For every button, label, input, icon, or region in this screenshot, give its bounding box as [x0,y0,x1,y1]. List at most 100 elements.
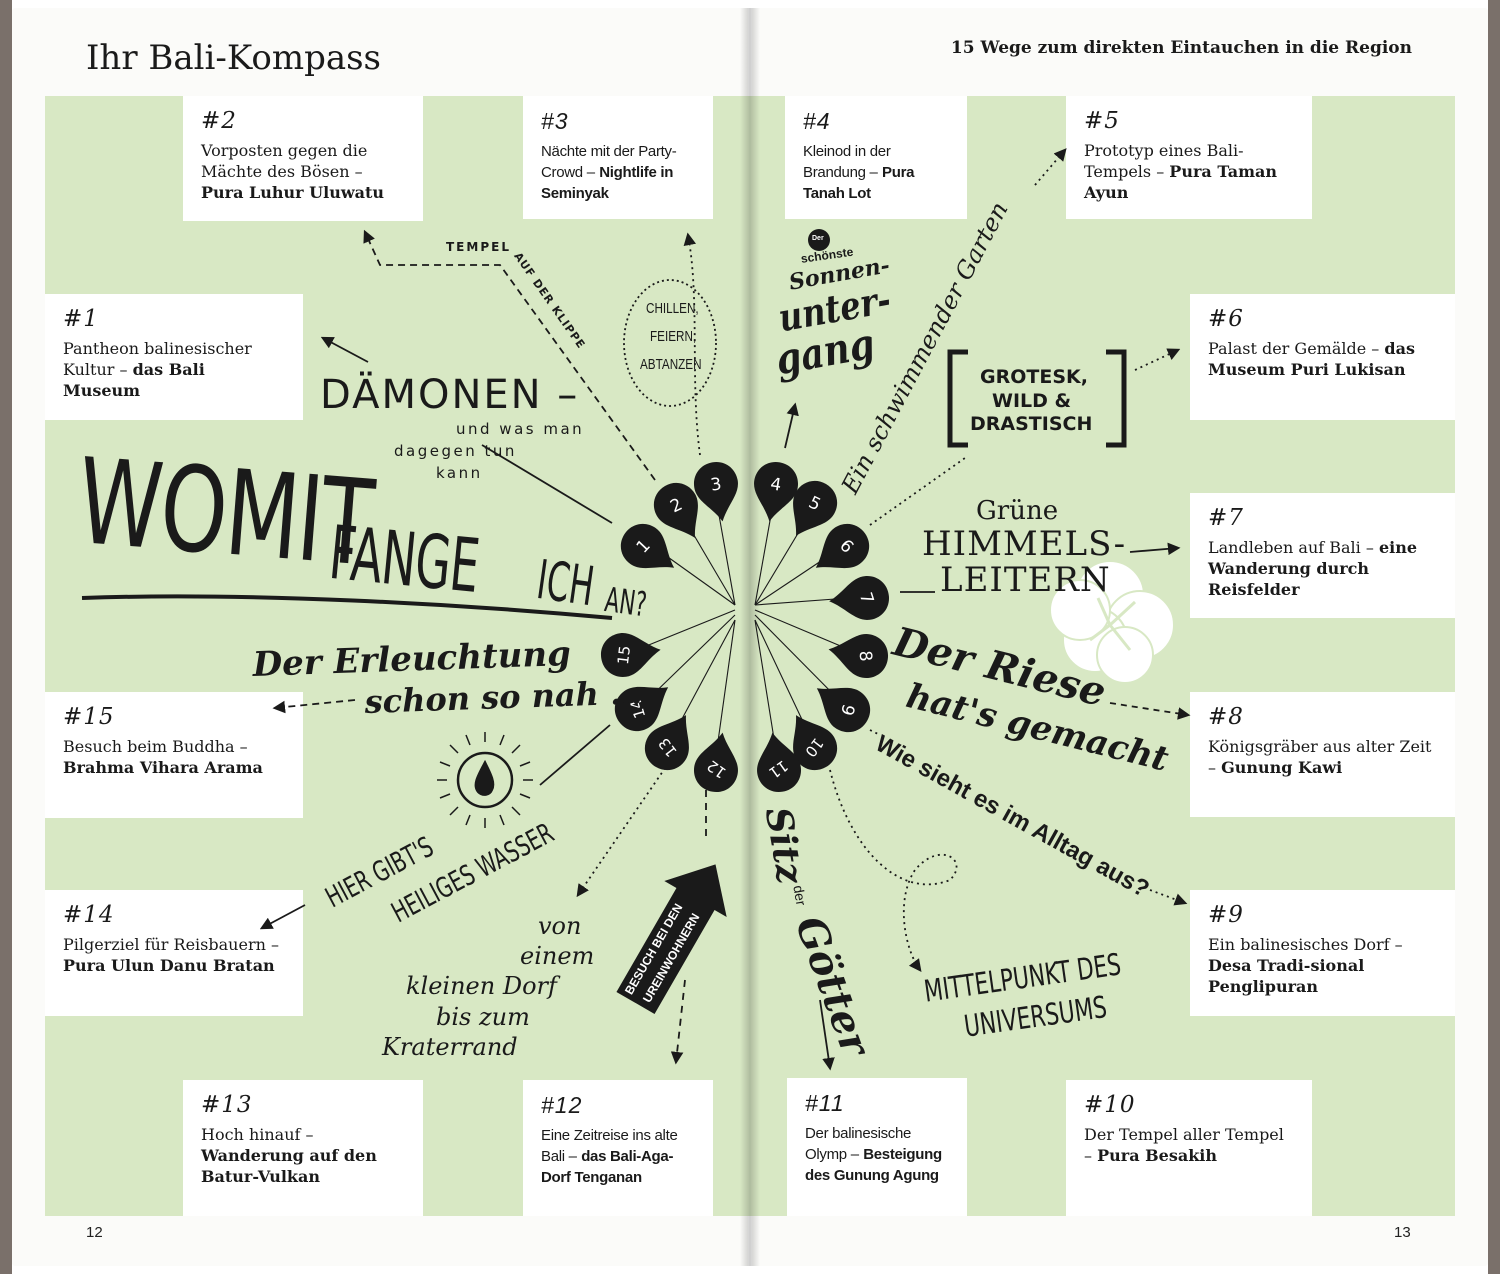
card-number: #2 [201,108,237,134]
card-place: Desa Tradi-sional Penglipuran [1208,956,1365,996]
pin-3: 3 [693,461,738,522]
chillen-line-1: CHILLEN, [646,300,699,317]
card-number: #7 [1208,505,1244,531]
sitz-der-label: der [790,884,810,907]
card-14[interactable]: #14 Pilgerziel für Reisbauern – Pura Ulu… [45,890,303,1016]
card-place: Wanderung auf den Batur-Vulkan [201,1146,377,1186]
holy-water-icon [437,732,533,828]
card-place: Pura Besakih [1097,1146,1217,1165]
daemonen-sub-1: und was man [456,420,585,438]
card-description: Prototyp eines Bali-Tempels – [1084,141,1244,181]
card-place: Brahma Vihara Arama [63,758,263,777]
card-description: Pantheon balinesischer Kultur – [63,339,252,379]
pin-label: 3 [709,474,723,495]
dorf-line-4: bis zum [436,1003,530,1031]
daemonen-sub-2: dagegen tun [394,442,517,460]
card-7[interactable]: #7 Landleben auf Bali – eine Wanderung d… [1190,493,1455,618]
pin-9: 9 [816,687,871,733]
card-15[interactable]: #15 Besuch beim Buddha – Brahma Vihara A… [45,692,303,818]
title-underline [81,594,613,620]
card-place: Besteigung des Gunung Agung [805,1146,942,1184]
pin-13: 13 [644,715,689,771]
grotesk-line-2: WILD & [992,390,1072,412]
card-9[interactable]: #9 Ein balinesisches Dorf – Desa Tradi-s… [1190,890,1455,1016]
card-number: #3 [541,108,569,134]
card-description: Hoch hinauf – [201,1125,314,1144]
card-number: #4 [803,108,831,134]
grotesk-line-1: GROTESK, [980,366,1088,388]
card-place: Pura Luhur Uluwatu [201,183,385,202]
daemonen-sub-3: kann [436,464,483,482]
card-6[interactable]: #6 Palast der Gemälde – das Museum Puri … [1190,294,1455,420]
card-number: #13 [201,1092,253,1118]
card-description: Besuch beim Buddha – [63,737,248,756]
card-description: Der Tempel aller Tempel – [1084,1125,1284,1165]
card-13[interactable]: #13 Hoch hinauf – Wanderung auf den Batu… [183,1080,423,1216]
card-description: Pilgerziel für Reisbauern – [63,935,279,954]
card-3[interactable]: #3 Nächte mit der Party-Crowd – Nightlif… [523,96,713,219]
card-description: Palast der Gemälde – [1208,339,1380,358]
pin-2: 2 [653,482,698,538]
card-description: Kleinod in der Brandung – [803,143,891,181]
der-label: Der [812,235,824,242]
pin-15: 15 [601,633,661,677]
card-description: Nächte mit der Party-Crowd – [541,143,677,181]
page-subtitle: 15 Wege zum direkten Eintauchen in die R… [950,38,1412,58]
card-number: #9 [1208,902,1244,928]
chillen-circle [623,279,717,407]
pin-label: 8 [855,650,876,663]
connector-lines [259,148,1191,1071]
pin-4: 4 [754,461,799,522]
pin-5: 5 [793,480,838,536]
green-panel [45,96,1455,1216]
card-1[interactable]: #1 Pantheon balinesischer Kultur – das B… [45,294,303,420]
der-badge [808,229,830,251]
title-word-ich: ICH [533,548,598,619]
card-2[interactable]: #2 Vorposten gegen die Mächte des Bösen … [183,96,423,221]
pin-1: 1 [620,523,675,569]
chillen-line-2: FEIERN, [650,328,697,345]
card-description: Der balinesische Olymp – [805,1125,912,1163]
card-5[interactable]: #5 Prototyp eines Bali-Tempels – Pura Ta… [1066,96,1312,219]
flower-stamen [1089,597,1137,651]
card-place: Nightlife in Seminyak [541,164,674,202]
card-number: #5 [1084,108,1120,134]
book-gutter [740,8,760,1266]
card-4[interactable]: #4 Kleinod in der Brandung – Pura Tanah … [785,96,967,219]
pin-12: 12 [693,732,738,793]
pin-11: 11 [757,732,802,793]
card-8[interactable]: #8 Königsgräber aus alter Zeit – Gunung … [1190,692,1455,817]
card-number: #14 [63,902,115,928]
dorf-line-2: einem [520,942,595,970]
pin-label: 14 [627,697,650,720]
tempel-label: TEMPEL [446,240,511,254]
card-place: Pura Tanah Lot [803,164,915,202]
card-place: das Bali-Aga-Dorf Tenganan [541,1148,674,1186]
pin-7: 7 [829,576,889,620]
card-place: Pura Ulun Danu Bratan [63,956,275,975]
card-place: Gunung Kawi [1221,758,1343,777]
page-number-left: 12 [86,1224,103,1241]
card-number: #10 [1084,1092,1136,1118]
gruene-label: Grüne [976,496,1059,526]
card-description: Eine Zeitreise ins alte Bali – [541,1127,678,1165]
daemonen-heading: DÄMONEN – [320,372,580,418]
besuch-arrow [616,864,727,1014]
card-place: das Bali Museum [63,360,205,400]
card-11[interactable]: #11 Der balinesische Olymp – Besteigung … [787,1078,967,1216]
title-word-an: AN? [602,580,649,626]
card-number: #11 [805,1090,845,1116]
grotesk-line-3: DRASTISCH [970,413,1093,435]
card-10[interactable]: #10 Der Tempel aller Tempel – Pura Besak… [1066,1080,1312,1216]
card-place: eine Wanderung durch Reisfelder [1208,538,1418,599]
card-number: #15 [63,704,115,730]
pin-10: 10 [793,715,838,771]
card-number: #6 [1208,306,1244,332]
leitern-label: LEITERN [940,560,1111,600]
card-description: Landleben auf Bali – [1208,538,1374,557]
card-12[interactable]: #12 Eine Zeitreise ins alte Bali – das B… [523,1080,713,1216]
card-description: Königsgräber aus alter Zeit – [1208,737,1432,777]
pin-label: 4 [769,474,783,495]
card-place: Pura Taman Ayun [1084,162,1277,202]
